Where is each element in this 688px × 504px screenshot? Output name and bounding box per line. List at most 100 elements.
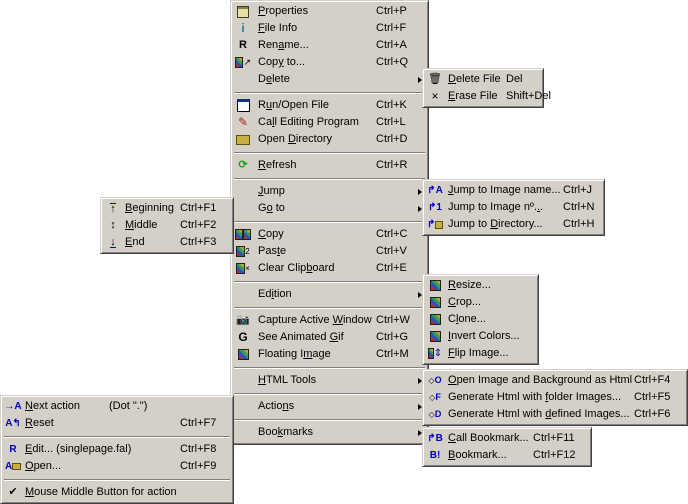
edition-submenu: Resize... Crop... Clone...Invert Colors...… (422, 274, 539, 365)
menu-item-delete[interactable]: Delete (233, 71, 426, 88)
invert-colors-icon (427, 328, 443, 345)
menu-item-label: Refresh (258, 159, 297, 171)
menu-separator (233, 389, 426, 398)
menu-item-label: Go to (258, 202, 285, 214)
menu-item-floating-image[interactable]: Floating Image Ctrl+M (233, 346, 426, 363)
menu-item-bookmarks[interactable]: Bookmarks (233, 424, 426, 441)
menu-item-mouse-middle-button-for-action[interactable]: ✔ Mouse Middle Button for action (3, 484, 231, 501)
menu-separator (233, 277, 426, 286)
menu-item-label: Jump to Image name... (448, 184, 561, 196)
menu-item-label: Actions (258, 400, 295, 412)
menu-item-clone[interactable]: Clone... (425, 311, 536, 328)
menu-item-shortcut: Ctrl+Q (376, 56, 409, 68)
menu-item-shortcut: Ctrl+F11 (533, 432, 575, 444)
menu-item-shortcut: Ctrl+D (376, 133, 408, 145)
menu-item-shortcut: Ctrl+F7 (180, 417, 217, 429)
menu-item-label: Open... (25, 460, 62, 472)
menu-item-html-tools[interactable]: HTML Tools (233, 372, 426, 389)
menu-item-shortcut: Ctrl+F9 (180, 460, 217, 472)
menu-item-label: Floating Image (258, 348, 331, 360)
menu-item-label: Edit... (singlepage.fal) (25, 443, 132, 455)
menu-item-shortcut: Ctrl+F1 (180, 202, 217, 214)
menu-item-invert-colors[interactable]: Invert Colors... (425, 328, 536, 345)
menu-item-label: Delete File (448, 73, 501, 85)
menu-item-resize[interactable]: Resize... (425, 277, 536, 294)
menu-item-bookmark[interactable]: B! Bookmark... Ctrl+F12 (425, 447, 589, 464)
menu-item-label: Copy (258, 228, 284, 240)
menu-item-shortcut: Ctrl+V (376, 245, 407, 257)
folder-icon (235, 131, 251, 148)
menu-item-jump[interactable]: Jump (233, 183, 426, 200)
menu-item-label: Bookmark... (448, 449, 507, 461)
next-action-icon: →A (4, 401, 22, 412)
refresh-icon: ⟳ (238, 159, 248, 171)
menu-item-label: See Animated Gif (258, 331, 344, 343)
menu-item-copy[interactable]: Copy Ctrl+C (233, 226, 426, 243)
check-icon: ✔ (8, 486, 18, 498)
menu-item-shortcut: Ctrl+A (376, 39, 407, 51)
menu-item-shortcut: Ctrl+F4 (634, 374, 671, 386)
menu-separator (233, 88, 426, 97)
edit-icon: R (9, 444, 17, 455)
submenu-arrow-icon (418, 292, 422, 298)
menu-item-label: Run/Open File (258, 99, 329, 111)
menu-item-go-to[interactable]: Go to (233, 200, 426, 217)
menu-item-label: Bookmarks (258, 426, 314, 438)
crop-icon (427, 294, 443, 311)
menu-item-jump-to-directory[interactable]: ↱Jump to Directory...Ctrl+H (425, 216, 602, 233)
menu-item-shortcut: Ctrl+W (376, 314, 410, 326)
menu-item-label: File Info (258, 22, 298, 34)
menu-item-shortcut: Ctrl+C (376, 228, 408, 240)
menu-item-actions[interactable]: Actions (233, 398, 426, 415)
menu-item-shortcut: Ctrl+F12 (533, 449, 576, 461)
menu-item-shortcut: Ctrl+R (376, 159, 408, 171)
menu-item-label: Rename... (258, 39, 309, 51)
menu-item-copy-to[interactable]: ↗Copy to...Ctrl+Q (233, 54, 426, 71)
menu-item-label: Edition (258, 288, 292, 300)
menu-item-edition[interactable]: Edition (233, 286, 426, 303)
menu-item-crop[interactable]: Crop... (425, 294, 536, 311)
clone-icon (427, 311, 443, 328)
menu-item-refresh[interactable]: ⟳ Refresh Ctrl+R (233, 157, 426, 174)
menu-item-flip-image[interactable]: ⇕Flip Image... (425, 345, 536, 362)
bookmark-icon: B! (429, 450, 441, 461)
clear-clipboard-icon: × (235, 260, 251, 277)
menu-item-label: Crop... (448, 296, 482, 308)
submenu-arrow-icon (418, 206, 422, 212)
html-defined-icon: ◇D (428, 409, 442, 419)
menu-item-label: Mouse Middle Button for action (25, 486, 177, 498)
menu-item-shortcut: Ctrl+E (376, 262, 407, 274)
menu-item-shortcut: Ctrl+M (376, 348, 409, 360)
menu-item-shortcut: (Dot ".") (109, 400, 148, 412)
menu-item-label: Middle (125, 219, 158, 231)
